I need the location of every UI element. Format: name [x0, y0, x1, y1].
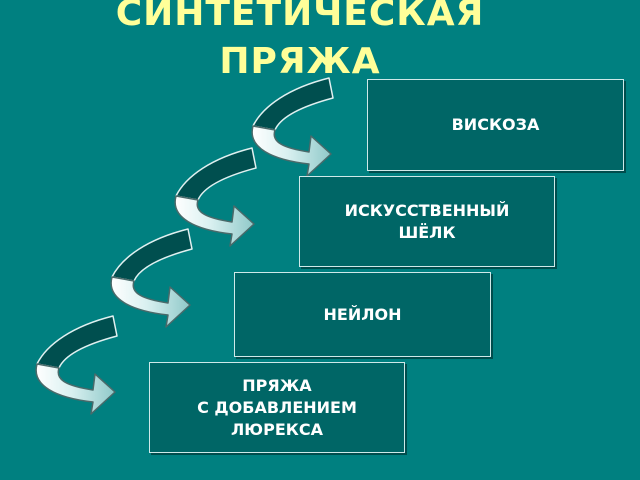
step-box-lurex-yarn: ПРЯЖА С ДОБАВЛЕНИЕМ ЛЮРЕКСА: [149, 362, 405, 453]
slide-title-line-2: ПРЯЖА: [219, 41, 381, 82]
slide-title-line-1: СИНТЕТИЧЕСКАЯ: [115, 0, 485, 34]
step-label: ПРЯЖА С ДОБАВЛЕНИЕМ ЛЮРЕКСА: [197, 375, 357, 439]
step-label: НЕЙЛОН: [323, 304, 402, 324]
step-label: ИСКУССТВЕННЫЙ ШЁЛК: [344, 200, 510, 242]
step-box-artificial-silk: ИСКУССТВЕННЫЙ ШЁЛК: [299, 176, 555, 267]
curved-arrow-icon: [251, 77, 334, 177]
step-box-nylon: НЕЙЛОН: [234, 272, 491, 357]
step-label: ВИСКОЗА: [451, 115, 540, 134]
curved-arrow-icon: [35, 315, 118, 415]
curved-arrow-icon: [110, 228, 193, 328]
step-box-viscose: ВИСКОЗА: [367, 79, 624, 171]
